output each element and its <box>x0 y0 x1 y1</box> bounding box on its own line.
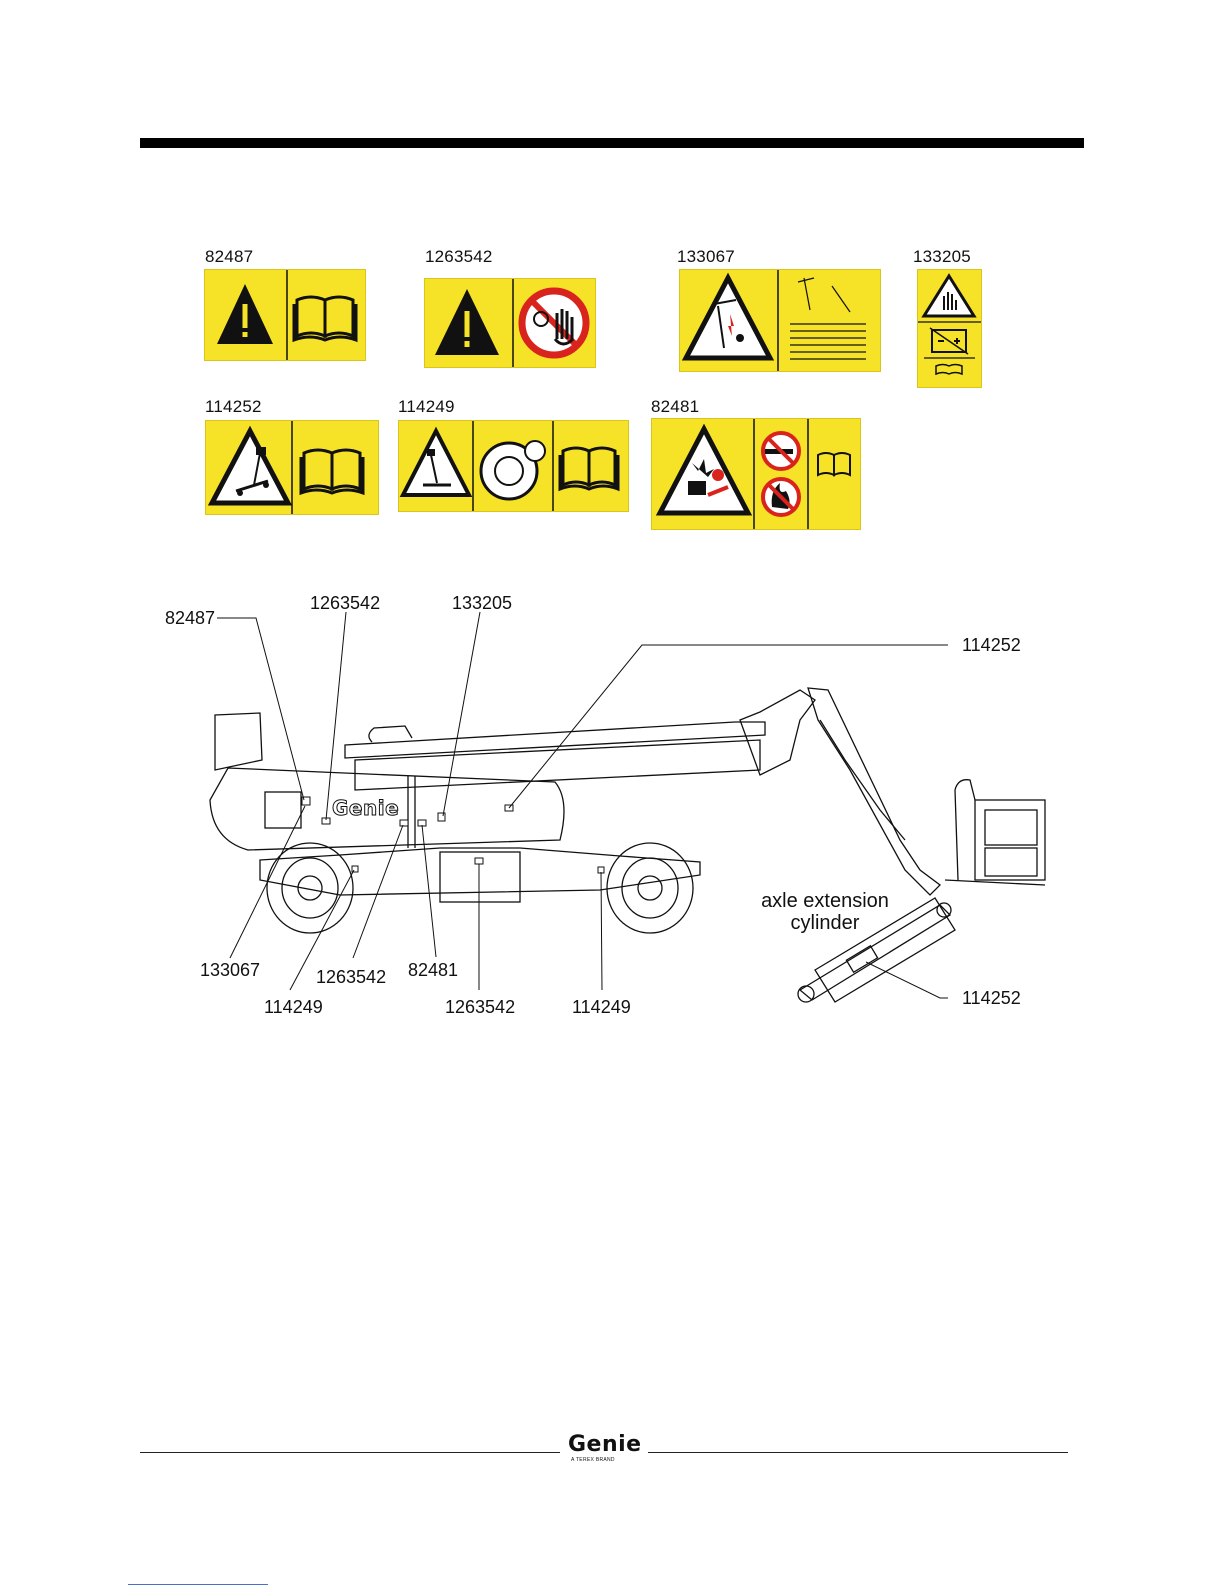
footer-rule-left <box>140 1452 560 1453</box>
boom-lower <box>355 740 760 790</box>
machine-brand-label: Genie <box>332 796 399 820</box>
callout-1263542-top: 1263542 <box>310 593 380 613</box>
leader-114252-cyl <box>866 962 948 998</box>
callout-82487: 82487 <box>165 608 215 628</box>
jib-arm <box>808 688 940 895</box>
leader-133205 <box>443 612 480 816</box>
leader-133067 <box>230 806 305 958</box>
chassis <box>260 848 700 895</box>
callout-1263542-mid: 1263542 <box>316 967 386 987</box>
boom-hose <box>369 726 412 742</box>
callout-82481: 82481 <box>408 960 458 980</box>
boom-head <box>740 690 815 775</box>
footer-tagline: A TEREX BRAND <box>571 1457 615 1463</box>
callout-133205: 133205 <box>452 593 512 613</box>
callout-133067: 133067 <box>200 960 260 980</box>
boom-upper <box>345 722 765 758</box>
leader-114252-top <box>509 645 948 808</box>
leader-1263542-top <box>326 612 346 820</box>
callout-114252-cyl: 114252 <box>962 988 1021 1008</box>
access-panel <box>265 792 301 828</box>
footer-rule-right <box>648 1452 1068 1453</box>
rear-cab <box>215 713 262 770</box>
leader-1263542-mid <box>353 825 403 958</box>
cylinder-title: axle extension cylinder <box>745 890 905 934</box>
callout-114249-right: 114249 <box>572 997 631 1017</box>
callout-1263542-bottom: 1263542 <box>445 997 515 1017</box>
callout-114249-left: 114249 <box>264 997 323 1017</box>
right-wheel <box>607 843 693 933</box>
machine-diagram <box>0 0 1225 1100</box>
callout-114252-top: 114252 <box>962 635 1021 655</box>
leader-82487 <box>217 618 304 800</box>
footer-brand-logo: Genie <box>568 1432 642 1457</box>
